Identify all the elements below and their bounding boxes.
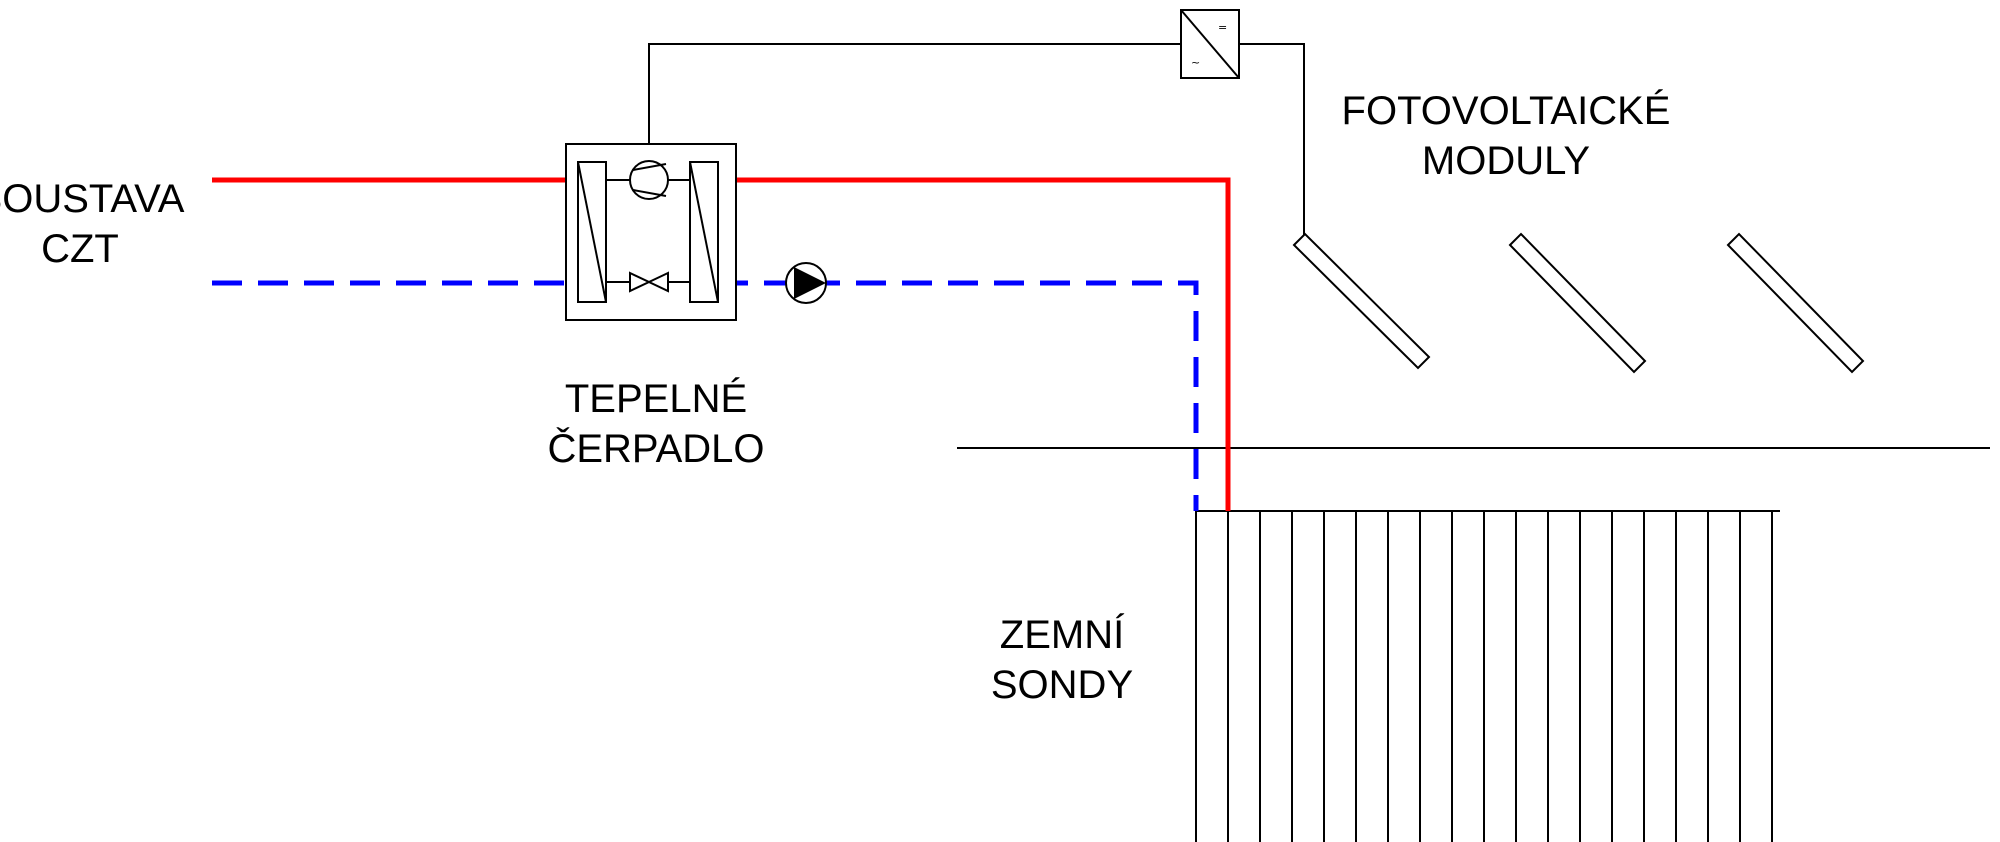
supply-pipe-ground	[718, 177, 1231, 511]
label-czt-line2: CZT	[41, 227, 119, 271]
heat-pump	[565, 143, 737, 321]
power-cable	[648, 43, 1181, 162]
heat-exchanger-right	[689, 161, 719, 303]
pv-module	[1508, 232, 1647, 374]
pv-module	[1726, 232, 1865, 374]
label-ground-line1: ZEMNÍ	[1000, 612, 1125, 657]
label-pv-line2: MODULY	[1422, 139, 1590, 183]
return-pipe-ground	[718, 280, 1199, 511]
pv-module	[1292, 232, 1431, 370]
label-czt-line1: SOUSTAVA	[0, 177, 185, 221]
inverter-dc-symbol: =	[1218, 21, 1227, 34]
label-pv-line1: FOTOVOLTAICKÉ	[1342, 88, 1671, 133]
heat-exchanger-left	[577, 161, 607, 303]
compressor	[629, 160, 669, 200]
inverter-ac-symbol: ~	[1191, 56, 1200, 69]
label-ground-line2: SONDY	[991, 663, 1133, 707]
ground-probes	[1195, 510, 1780, 842]
pv-cable	[1239, 43, 1305, 236]
label-heat-pump-line2: ČERPADLO	[547, 426, 764, 471]
expansion-valve	[629, 271, 669, 293]
inverter: = ~	[1180, 9, 1240, 79]
circulation-pump	[785, 262, 827, 304]
label-heat-pump-line1: TEPELNÉ	[565, 376, 747, 421]
